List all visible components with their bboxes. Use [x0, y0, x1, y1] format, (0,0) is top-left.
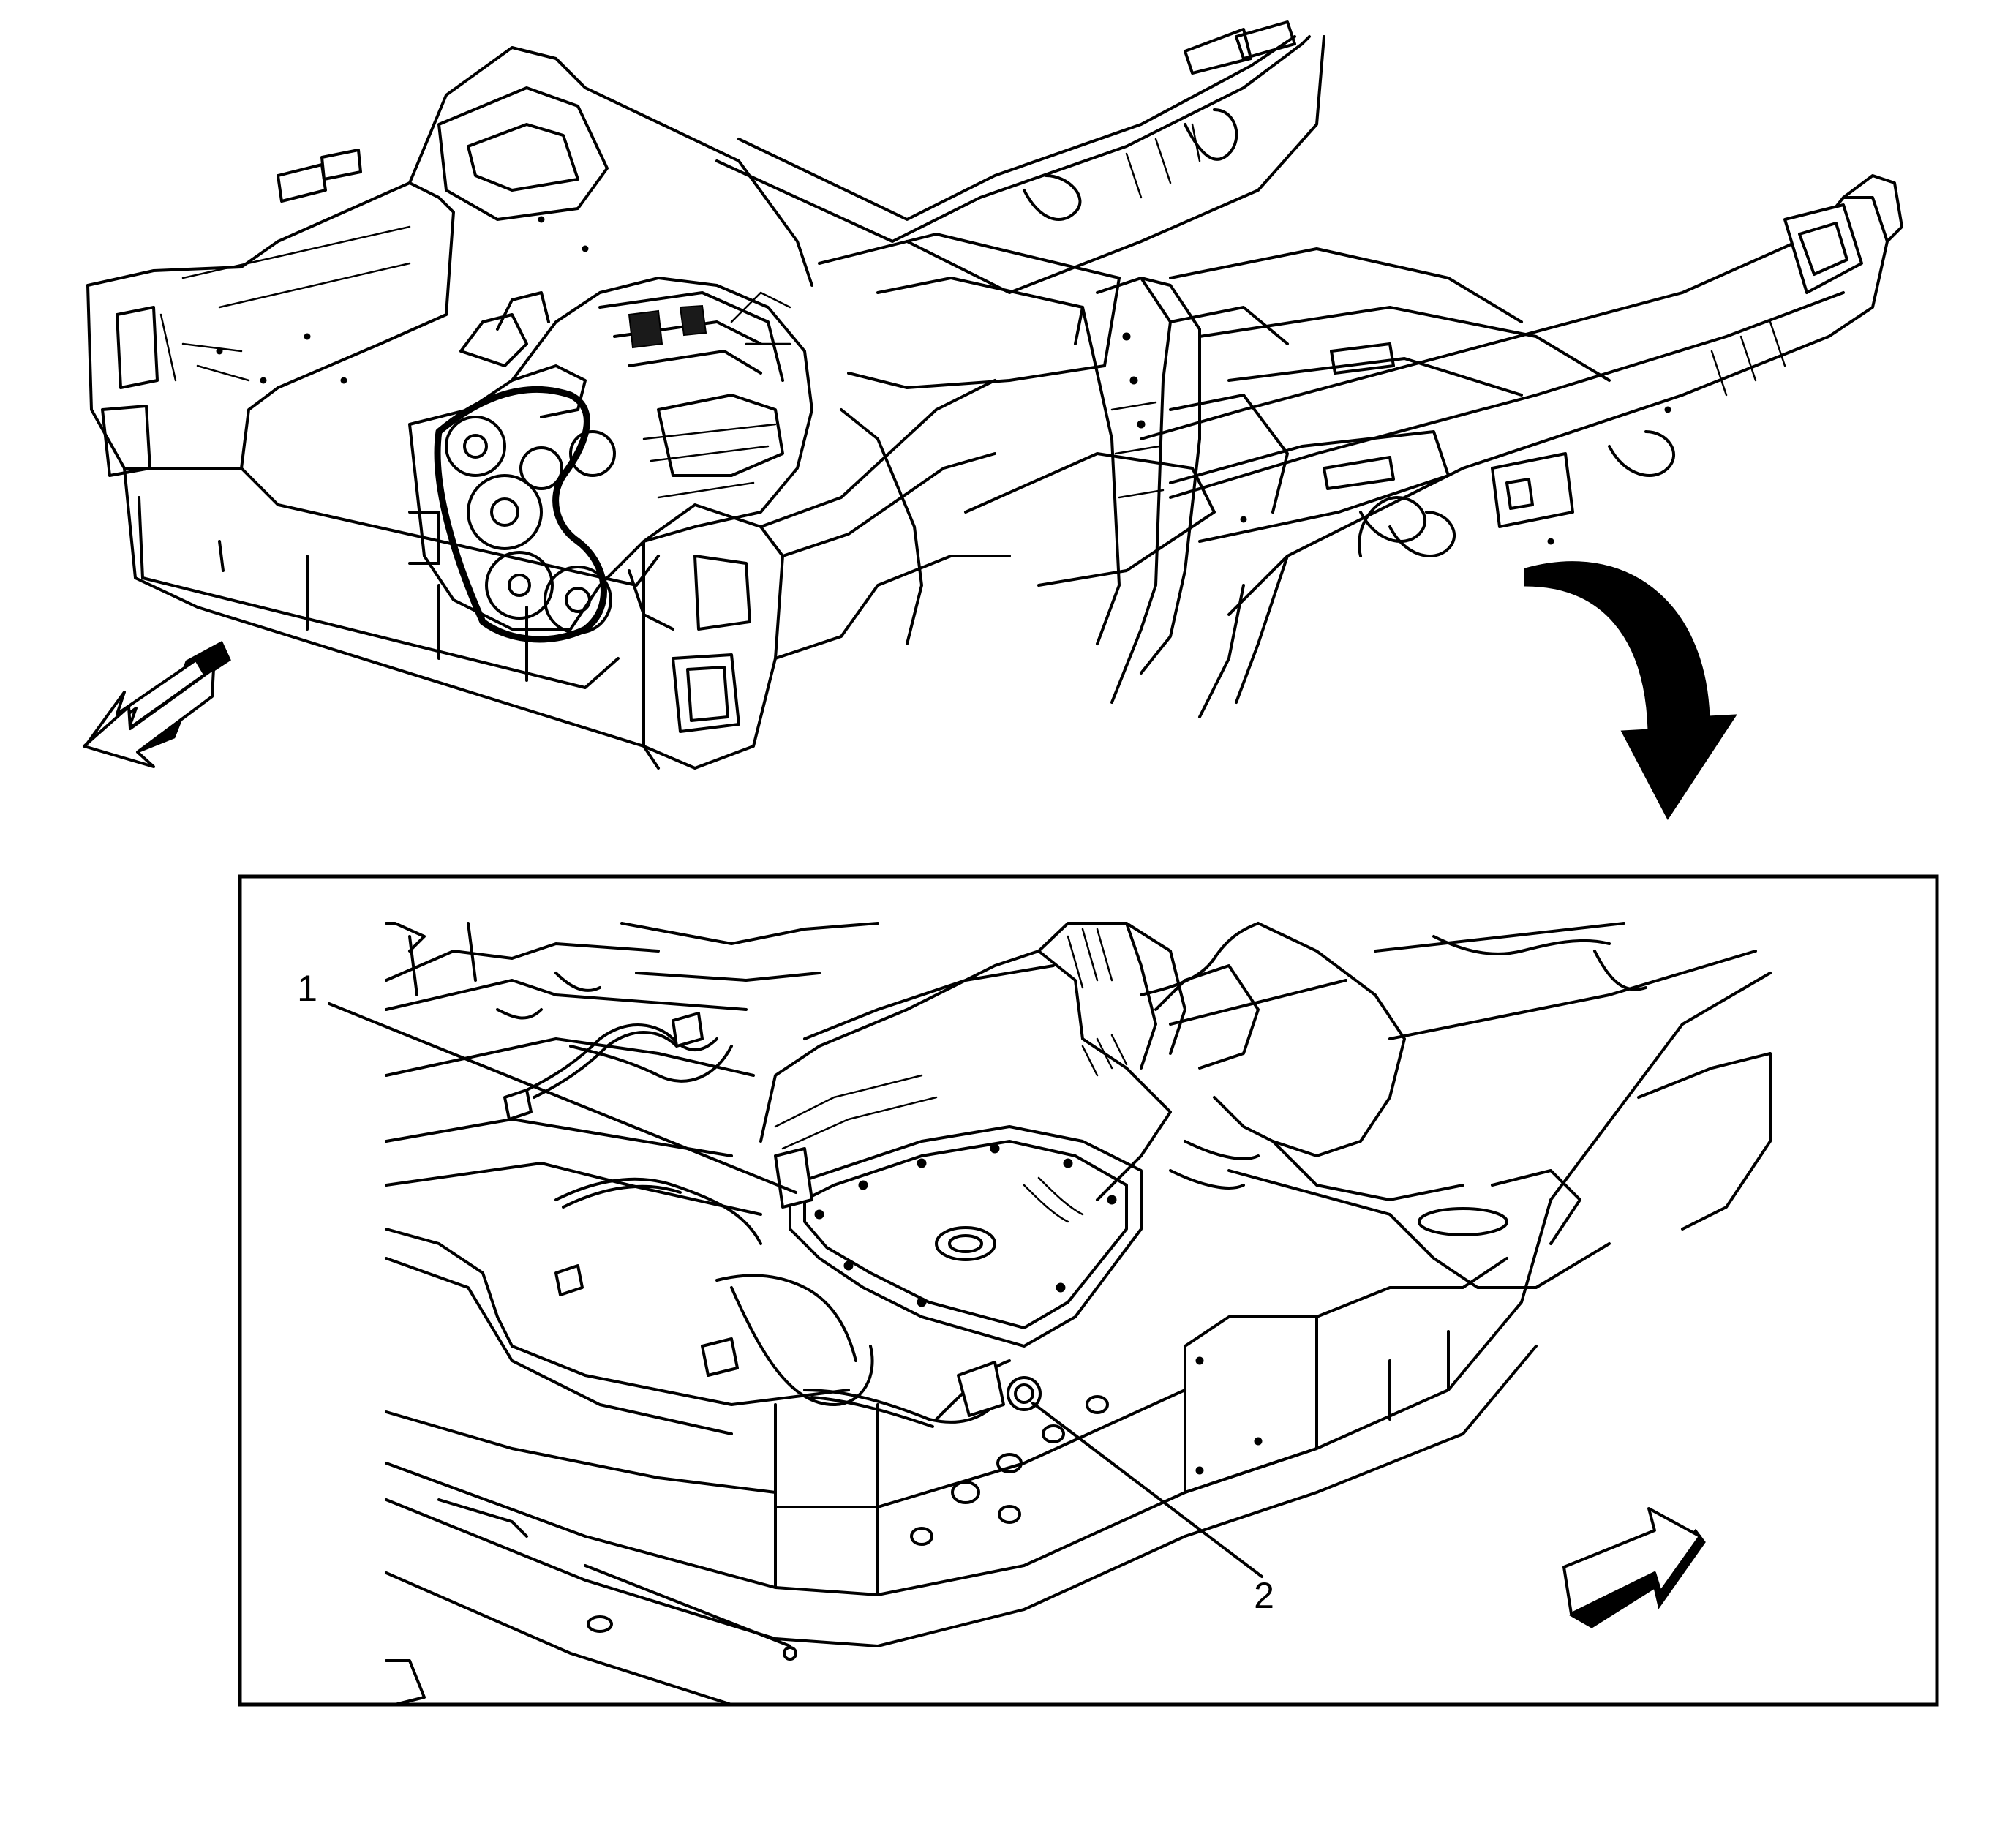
- right-rail: [1140, 174, 1903, 718]
- view-transition-arrow-icon: [1524, 561, 1737, 820]
- b-pillar: [1081, 277, 1289, 704]
- callout-1-leader: [328, 1002, 797, 1194]
- front-right-tower: [642, 379, 1011, 770]
- detail-right-structure: [1169, 922, 1772, 1289]
- detail-wiring-harness: [503, 922, 1647, 1428]
- callout-2-leader: [1031, 1402, 1263, 1578]
- upper-rail: [715, 20, 1325, 294]
- detail-transmission: [759, 922, 1260, 1348]
- detail-inset-frame: [238, 874, 1939, 1707]
- rear-floor: [1169, 247, 1611, 397]
- detail-direction-arrow-icon: [1562, 1507, 1706, 1628]
- callout-2-label: 2: [1254, 1575, 1274, 1616]
- front-cradle: [86, 46, 813, 770]
- mounting-holes: [216, 216, 1671, 545]
- center-tunnel: [818, 233, 1450, 645]
- callout-leaders: [328, 1002, 1263, 1578]
- overview-vehicle-frame: [86, 20, 1903, 770]
- detail-rocker-rail: [385, 972, 1772, 1706]
- engine-assembly: [408, 277, 813, 643]
- detail-floor-panels: [385, 922, 879, 1435]
- front-direction-arrow-icon: [83, 640, 231, 768]
- callout-1-label: 1: [297, 968, 317, 1009]
- detail-view: [385, 922, 1772, 1706]
